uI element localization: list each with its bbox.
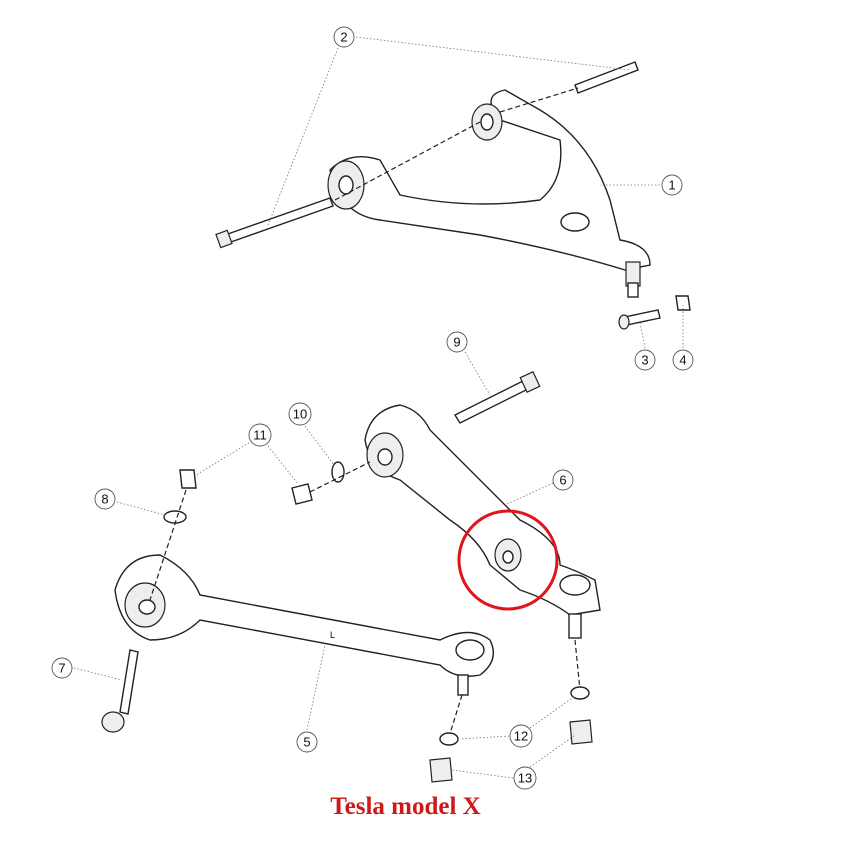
highlight-circle <box>457 509 559 611</box>
svg-text:8: 8 <box>101 492 108 507</box>
svg-text:3: 3 <box>641 353 648 368</box>
svg-text:13: 13 <box>518 771 532 786</box>
callout-8: 8 <box>94 488 116 510</box>
bolt-9-washer-10-nut-11 <box>291 370 541 505</box>
leader-lines <box>73 36 684 779</box>
upper-control-arm <box>327 89 651 298</box>
callout-3: 3 <box>634 349 656 371</box>
svg-text:6: 6 <box>559 473 566 488</box>
callout-7: 7 <box>51 657 73 679</box>
callout-4: 4 <box>672 349 694 371</box>
callout-9: 9 <box>446 331 468 353</box>
bolt-2 <box>215 61 639 249</box>
lower-rear-arm: L <box>101 469 593 783</box>
svg-text:12: 12 <box>514 729 528 744</box>
svg-text:1: 1 <box>668 178 675 193</box>
callout-11: 11 <box>248 423 272 447</box>
diagram-title: Tesla model X <box>330 793 481 820</box>
bolt-3-nut-4 <box>618 295 691 330</box>
callout-10: 10 <box>288 402 312 426</box>
callout-2: 2 <box>333 26 355 48</box>
callout-13: 13 <box>513 766 537 790</box>
callout-6: 6 <box>552 469 574 491</box>
arm-marking: L <box>330 630 335 640</box>
callout-1: 1 <box>661 174 683 196</box>
callout-12: 12 <box>509 724 533 748</box>
svg-text:7: 7 <box>58 661 65 676</box>
svg-text:9: 9 <box>453 335 460 350</box>
lower-front-arm <box>364 404 601 691</box>
svg-text:4: 4 <box>679 353 686 368</box>
svg-text:11: 11 <box>253 428 267 443</box>
callout-5: 5 <box>296 731 318 753</box>
svg-text:10: 10 <box>293 407 307 422</box>
svg-text:5: 5 <box>303 735 310 750</box>
svg-text:2: 2 <box>340 30 347 45</box>
